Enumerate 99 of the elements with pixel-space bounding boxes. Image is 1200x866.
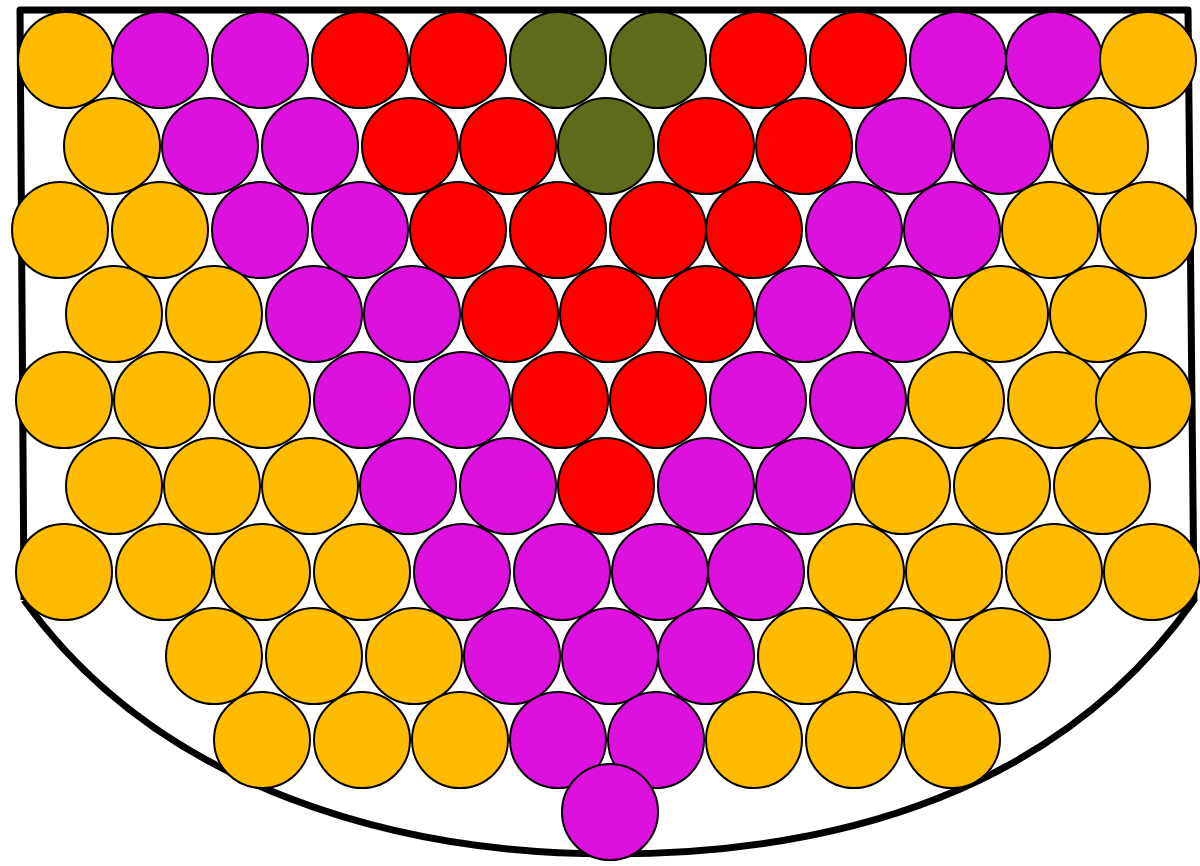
ball: [951, 265, 1049, 363]
ball: [211, 11, 309, 109]
ball: [313, 351, 411, 449]
ball: [853, 437, 951, 535]
ball: [705, 181, 803, 279]
ball: [213, 351, 311, 449]
ball: [509, 11, 607, 109]
ball: [265, 607, 363, 705]
ball: [709, 351, 807, 449]
ball: [609, 181, 707, 279]
ball: [657, 97, 755, 195]
ball: [1053, 437, 1151, 535]
ball: [115, 523, 213, 621]
ball: [903, 691, 1001, 789]
ball: [365, 607, 463, 705]
ball: [611, 523, 709, 621]
ball: [413, 351, 511, 449]
ball: [11, 181, 109, 279]
ball: [15, 523, 113, 621]
ball: [657, 437, 755, 535]
ball: [213, 523, 311, 621]
ball: [805, 691, 903, 789]
ball: [463, 607, 561, 705]
ball: [1005, 11, 1103, 109]
ball: [1049, 265, 1147, 363]
ball: [953, 97, 1051, 195]
ball: [261, 437, 359, 535]
ball: [409, 181, 507, 279]
ball: [855, 97, 953, 195]
ball: [313, 691, 411, 789]
ball: [213, 691, 311, 789]
ball: [807, 523, 905, 621]
ball: [907, 351, 1005, 449]
ball: [903, 181, 1001, 279]
ball: [361, 97, 459, 195]
ball: [757, 607, 855, 705]
ball: [1103, 523, 1200, 621]
ball: [559, 265, 657, 363]
ball: [805, 181, 903, 279]
ball: [855, 607, 953, 705]
ball: [909, 11, 1007, 109]
ball: [511, 351, 609, 449]
ball: [953, 437, 1051, 535]
ball: [853, 265, 951, 363]
ball: [165, 265, 263, 363]
ball: [657, 265, 755, 363]
ball: [609, 11, 707, 109]
ball: [363, 265, 461, 363]
ball: [113, 351, 211, 449]
ball: [459, 97, 557, 195]
ball: [1051, 97, 1149, 195]
ball: [359, 437, 457, 535]
ball: [65, 437, 163, 535]
ball: [809, 11, 907, 109]
ball: [1095, 351, 1193, 449]
ball: [755, 437, 853, 535]
ball: [311, 181, 409, 279]
ball: [657, 607, 755, 705]
ball: [709, 11, 807, 109]
ball: [163, 437, 261, 535]
ball: [509, 691, 607, 789]
ball: [755, 265, 853, 363]
ball: [461, 265, 559, 363]
ball: [1099, 11, 1197, 109]
ball: [1007, 351, 1105, 449]
ball: [111, 11, 209, 109]
ball: [165, 607, 263, 705]
ball: [265, 265, 363, 363]
ball: [705, 691, 803, 789]
ball: [905, 523, 1003, 621]
ball: [459, 437, 557, 535]
ball: [557, 97, 655, 195]
ball: [1001, 181, 1099, 279]
ball: [1099, 181, 1197, 279]
ball: [609, 351, 707, 449]
ball: [409, 11, 507, 109]
ball: [161, 97, 259, 195]
ball: [65, 265, 163, 363]
ball: [953, 607, 1051, 705]
ball: [561, 763, 659, 861]
ball: [707, 523, 805, 621]
ball: [261, 97, 359, 195]
ball: [311, 11, 409, 109]
ball: [513, 523, 611, 621]
ball: [111, 181, 209, 279]
ball: [755, 97, 853, 195]
ball: [211, 181, 309, 279]
ball: [15, 351, 113, 449]
ball: [809, 351, 907, 449]
ball: [17, 11, 115, 109]
ball: [557, 437, 655, 535]
ball: [607, 691, 705, 789]
ball: [561, 607, 659, 705]
ball: [413, 523, 511, 621]
ball: [313, 523, 411, 621]
ball: [509, 181, 607, 279]
ball: [63, 97, 161, 195]
ball: [411, 691, 509, 789]
ball: [1005, 523, 1103, 621]
